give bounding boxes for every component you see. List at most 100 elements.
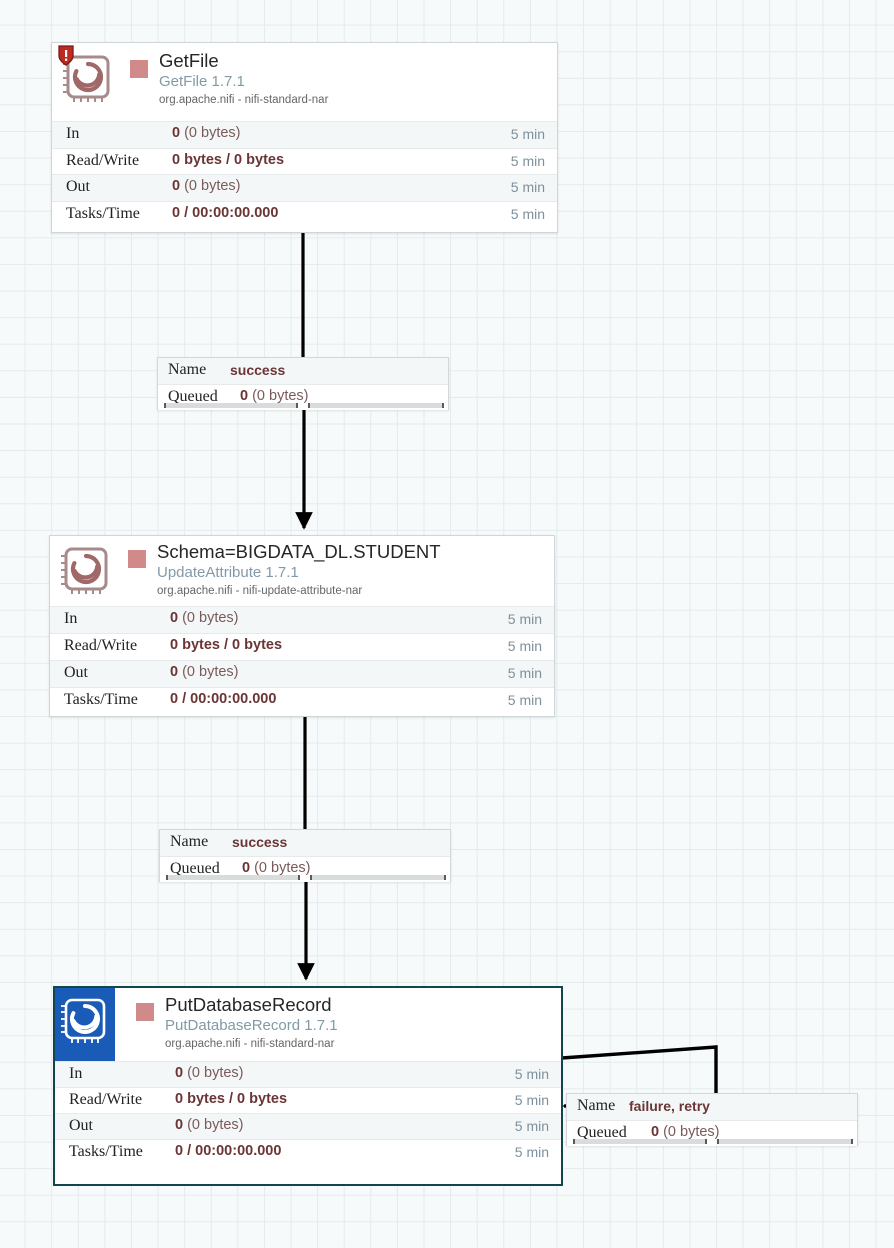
processor-bundle: org.apache.nifi - nifi-standard-nar [165,1038,335,1050]
stat-row: Tasks/Time 0 / 00:00:00.000 5 min [52,200,557,227]
connection-name-key: Name [170,833,209,850]
stat-value: 0 bytes / 0 bytes [172,151,285,168]
processor-stats: In 0 (0 bytes) 5 min Read/Write 0 bytes … [55,1061,561,1165]
stat-time: 5 min [507,638,542,654]
connection-queued-key: Queued [577,1124,627,1141]
queue-size-bar [717,1139,853,1144]
processor-type: UpdateAttribute 1.7.1 [157,564,299,581]
connection-name-value: failure, retry [629,1098,710,1114]
stat-time: 5 min [510,126,545,142]
connection-queued-row: Queued 0 (0 bytes) [158,385,448,410]
processor-icon [60,544,112,596]
connection-queued-value: 0 (0 bytes) [242,860,311,876]
stat-time: 5 min [514,1118,549,1134]
stat-value: 0 (0 bytes) [172,125,241,141]
stat-row: Out 0 (0 bytes) 5 min [50,660,554,687]
processor-bundle: org.apache.nifi - nifi-update-attribute-… [157,585,363,597]
processor-updateattribute[interactable]: Schema=BIGDATA_DL.STUDENT UpdateAttribut… [49,535,555,717]
processor-type: GetFile 1.7.1 [159,73,245,90]
link-putdatabaserecord-failure-retry [561,1045,718,1094]
processor-stats: In 0 (0 bytes) 5 min Read/Write 0 bytes … [50,606,554,714]
connection-name-key: Name [577,1097,616,1114]
stat-value: 0 (0 bytes) [170,610,239,626]
stat-value: 0 / 00:00:00.000 [172,204,279,221]
stat-time: 5 min [507,611,542,627]
connection-label-success-2[interactable]: Name success Queued 0 (0 bytes) [159,829,451,882]
processor-name: Schema=BIGDATA_DL.STUDENT [157,541,441,562]
processor-type: PutDatabaseRecord 1.7.1 [165,1017,338,1034]
stat-label: Tasks/Time [66,204,140,222]
stat-label: Tasks/Time [69,1143,143,1160]
stat-row: Tasks/Time 0 / 00:00:00.000 5 min [50,687,554,714]
processor-header: GetFile GetFile 1.7.1 org.apache.nifi - … [52,43,557,121]
stat-row: In 0 (0 bytes) 5 min [55,1061,561,1087]
queue-gauges [160,873,450,882]
stat-label: In [66,125,80,142]
stat-row: In 0 (0 bytes) 5 min [50,606,554,633]
connection-name-row: Name failure, retry [567,1094,857,1121]
stat-time: 5 min [507,665,542,681]
stopped-square-icon[interactable] [130,60,148,78]
connection-name-value: success [232,834,288,850]
stat-row: Out 0 (0 bytes) 5 min [55,1113,561,1139]
stat-value: 0 (0 bytes) [175,1065,244,1081]
stat-row: In 0 (0 bytes) 5 min [52,121,557,148]
stat-label: Out [64,664,88,681]
stat-time: 5 min [507,692,542,708]
stat-value: 0 / 00:00:00.000 [170,691,277,707]
processor-header: PutDatabaseRecord PutDatabaseRecord 1.7.… [55,988,561,1061]
stat-value: 0 bytes / 0 bytes [175,1091,288,1107]
connection-label-failure-retry[interactable]: Name failure, retry Queued 0 (0 bytes) [566,1093,858,1146]
stat-value: 0 (0 bytes) [172,178,241,194]
stat-value: 0 (0 bytes) [170,664,239,680]
processor-bundle: org.apache.nifi - nifi-standard-nar [159,94,329,106]
connection-queued-key: Queued [170,860,220,877]
processor-icon [55,988,115,1061]
stat-time: 5 min [510,152,545,169]
stat-row: Out 0 (0 bytes) 5 min [52,174,557,201]
warning-badge-icon [57,45,75,67]
connection-queued-value: 0 (0 bytes) [651,1124,720,1140]
processor-putdatabaserecord[interactable]: PutDatabaseRecord PutDatabaseRecord 1.7.… [53,986,563,1186]
stat-value: 0 / 00:00:00.000 [175,1143,282,1159]
connection-label-success-1[interactable]: Name success Queued 0 (0 bytes) [157,357,449,410]
stat-time: 5 min [510,179,545,195]
queue-size-bar [308,403,444,408]
processor-name: GetFile [159,50,219,71]
stat-label: In [64,610,78,627]
connection-queued-key: Queued [168,388,218,405]
processor-getfile[interactable]: GetFile GetFile 1.7.1 org.apache.nifi - … [51,42,558,233]
stat-row: Tasks/Time 0 / 00:00:00.000 5 min [55,1139,561,1165]
connection-queued-row: Queued 0 (0 bytes) [160,857,450,882]
processor-stats: In 0 (0 bytes) 5 min Read/Write 0 bytes … [52,121,557,227]
stopped-square-icon[interactable] [128,550,146,568]
connection-queued-row: Queued 0 (0 bytes) [567,1121,857,1146]
stat-time: 5 min [510,205,545,222]
stat-label: Out [66,178,90,195]
stat-value: 0 (0 bytes) [175,1117,244,1133]
stopped-square-icon[interactable] [136,1003,154,1021]
queue-size-bar [310,875,446,880]
queue-gauges [567,1137,857,1146]
stat-time: 5 min [514,1066,549,1082]
stat-row: Read/Write 0 bytes / 0 bytes 5 min [55,1087,561,1113]
connection-name-value: success [230,362,286,378]
queue-count-bar [164,403,298,408]
stat-label: In [69,1065,83,1082]
stat-time: 5 min [514,1144,549,1160]
connection-name-key: Name [168,361,207,378]
connection-name-row: Name success [160,830,450,857]
processor-header: Schema=BIGDATA_DL.STUDENT UpdateAttribut… [50,536,554,606]
queue-gauges [158,401,448,410]
processor-name: PutDatabaseRecord [165,994,332,1015]
stat-value: 0 bytes / 0 bytes [170,637,283,653]
connection-name-row: Name success [158,358,448,385]
stat-label: Read/Write [64,637,138,654]
stat-time: 5 min [514,1092,549,1108]
stat-row: Read/Write 0 bytes / 0 bytes 5 min [52,147,557,174]
stat-label: Tasks/Time [64,691,138,708]
stat-label: Read/Write [69,1091,143,1108]
connection-queued-value: 0 (0 bytes) [240,388,309,404]
stat-row: Read/Write 0 bytes / 0 bytes 5 min [50,633,554,660]
